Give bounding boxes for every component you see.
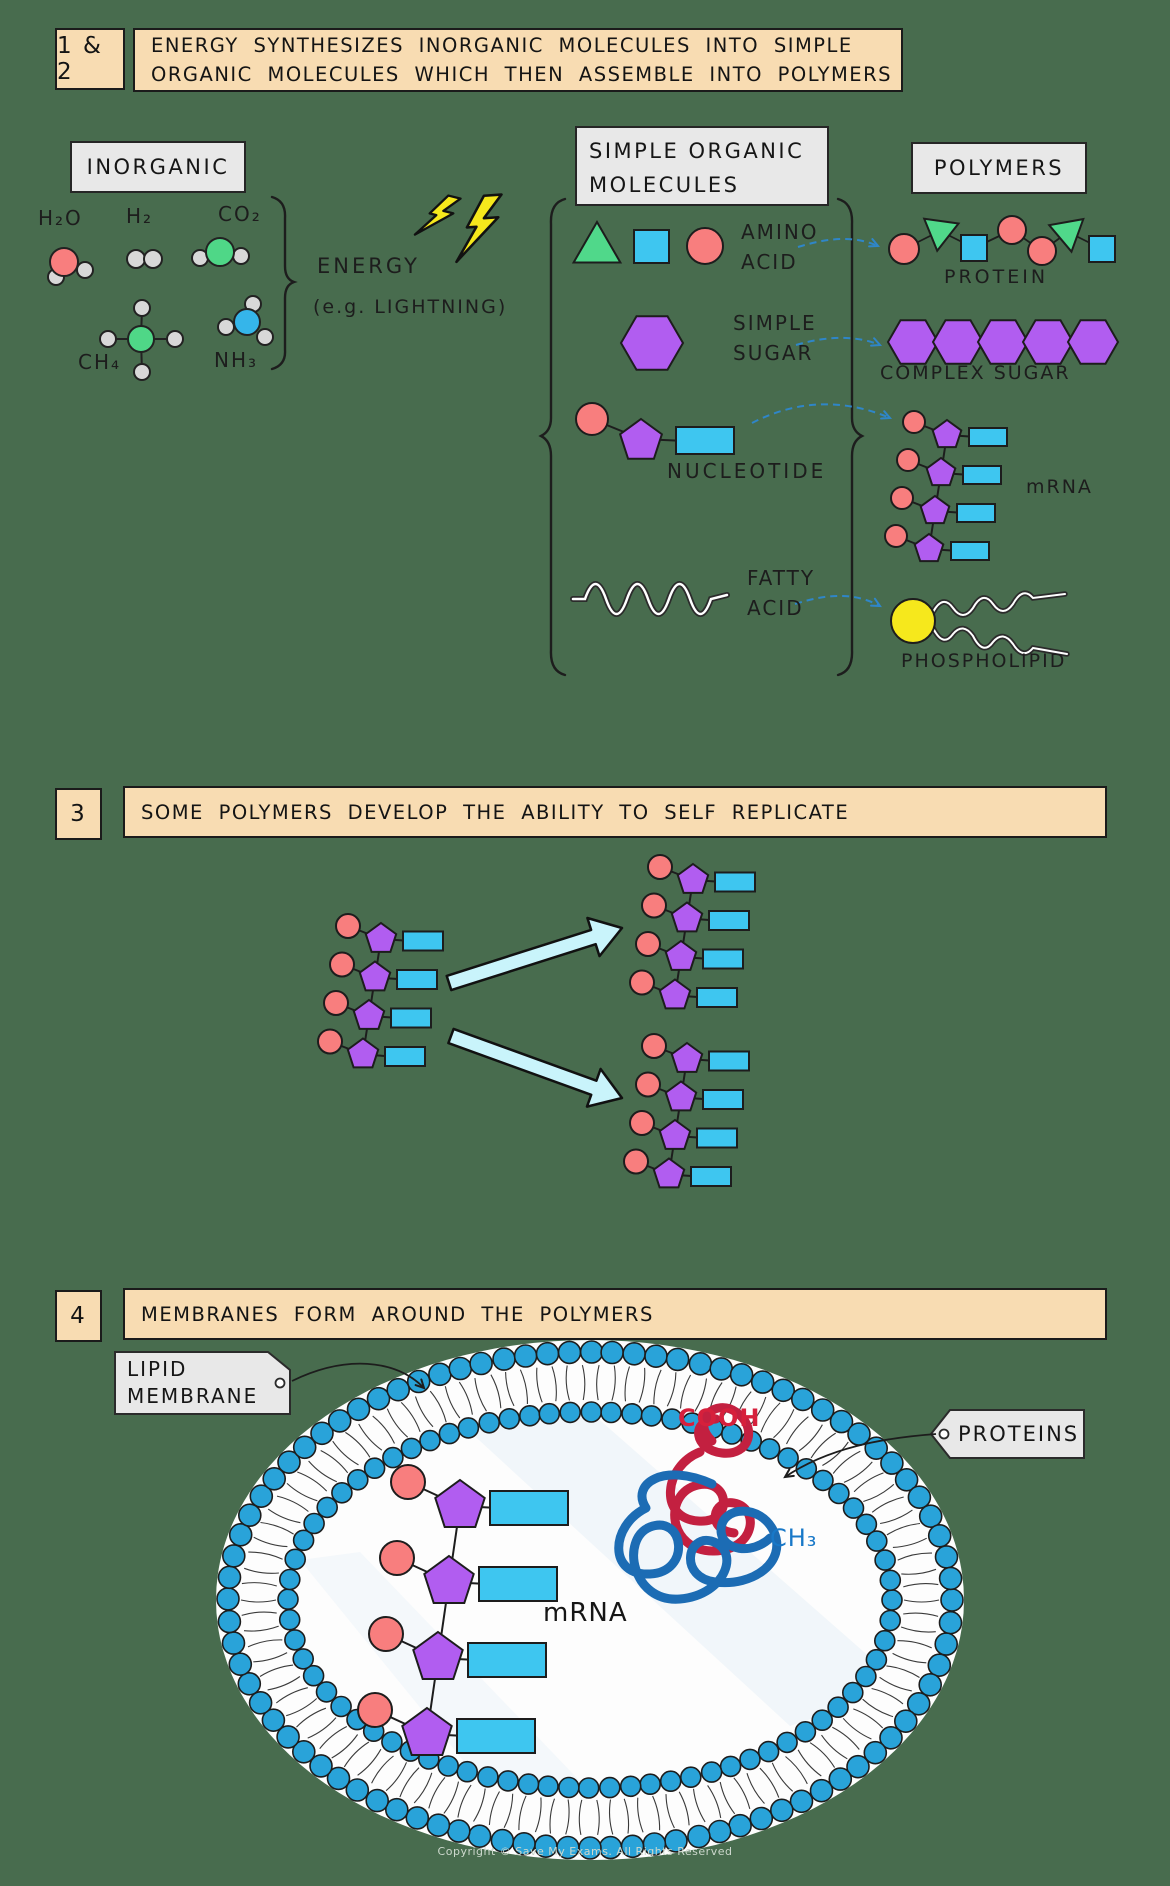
amino-triangle (571, 220, 623, 264)
polymer-shapes (886, 215, 1120, 657)
label-tags (114, 1351, 1085, 1479)
lipid-membrane-tag (114, 1351, 291, 1415)
proteins-pointer-arrow-icon (783, 1433, 937, 1479)
copyright-text: Copyright © Save My Exams. All Rights Re… (437, 1845, 733, 1858)
inorganic-brace (270, 195, 298, 371)
atom (166, 330, 184, 348)
complex-sugar-label: COMPLEX SUGAR (880, 362, 1071, 384)
atom (127, 325, 155, 353)
proteins-tag (929, 1409, 1085, 1459)
co2-label: CO₂ (218, 202, 262, 226)
tag-pin-icon (938, 1428, 950, 1440)
protein-strand-red (666, 1403, 755, 1556)
nucleotide-phosphate (575, 402, 609, 436)
atom (133, 363, 151, 381)
nucleotide-base (675, 426, 735, 455)
simple-organic-right-brace (836, 197, 865, 677)
simple-sugar-label: SIMPLE SUGAR (733, 311, 817, 365)
dashed-arrow-icon (751, 403, 893, 424)
step-3-number: 3 (55, 788, 102, 840)
atom (233, 308, 261, 336)
mrna-polymer (884, 410, 1008, 563)
simple-organic-line2: MOLECULES (589, 173, 740, 197)
lightning-icon (455, 193, 503, 264)
inorganic-molecules (47, 237, 274, 381)
atom (143, 249, 163, 269)
atom (126, 249, 146, 269)
lightning-icon (413, 194, 462, 236)
h2o-label: H₂O (38, 206, 83, 230)
ch4-label: CH₄ (78, 350, 122, 374)
protein-label: PROTEIN (944, 266, 1049, 288)
simple-organic-left-brace (538, 197, 567, 677)
amino-circle (686, 227, 724, 265)
step-4-title: MEMBRANES FORM AROUND THE POLYMERS (123, 1288, 1107, 1340)
amino-acid-label: AMINO ACID (741, 220, 819, 274)
step-3-title: SOME POLYMERS DEVELOP THE ABILITY TO SEL… (123, 786, 1107, 838)
replication-arrow-icon (447, 1027, 624, 1108)
step-1-2-number: 1 & 2 (55, 28, 125, 90)
polymers-label-box: POLYMERS (911, 142, 1087, 194)
cell-mrna-label: mRNA (543, 1598, 628, 1628)
ch3-label: CH₃ (770, 1524, 818, 1552)
h2-label: H₂ (126, 204, 154, 228)
protein-strand-blue (614, 1470, 782, 1604)
lipid-tails (240, 1364, 940, 1836)
atom (205, 237, 235, 267)
simple-organic-shapes (570, 220, 735, 617)
phospholipid-label: PHOSPHOLIPID (901, 650, 1067, 672)
simple-sugar-hexagon (619, 315, 685, 371)
atom (133, 299, 151, 317)
atom (49, 247, 79, 277)
energy-sublabel: (e.g. LIGHTNING) (313, 296, 508, 318)
atom (232, 247, 250, 265)
assembly-arrows (751, 238, 893, 608)
tag-pin-icon (274, 1377, 286, 1389)
cell-protein (614, 1403, 782, 1604)
mrna-polymer-label: mRNA (1026, 476, 1093, 498)
lipid-membrane-tag-label: LIPID MEMBRANE (127, 1357, 259, 1408)
phospholipid-heads (216, 1340, 964, 1860)
proteins-tag-label: PROTEINS (958, 1422, 1080, 1446)
inorganic-label-box: INORGANIC (70, 141, 246, 193)
braces (270, 195, 865, 677)
atom (99, 330, 117, 348)
atom (217, 318, 235, 336)
step-1-2-title-line2: ORGANIC MOLECULES WHICH THEN ASSEMBLE IN… (151, 63, 893, 86)
dashed-arrow-icon (797, 238, 881, 248)
replication-template-chain (317, 913, 444, 1069)
atom (256, 328, 274, 346)
step-4-number: 4 (55, 1290, 102, 1342)
cell-mrna-polymer (357, 1464, 569, 1756)
step-1-2-title: ENERGY SYNTHESIZES INORGANIC MOLECULES I… (133, 28, 903, 92)
nh3-label: NH₃ (214, 348, 259, 372)
simple-organic-label-box: SIMPLE ORGANIC MOLECULES (575, 126, 829, 206)
amino-square (633, 229, 670, 264)
energy-label: ENERGY (317, 254, 420, 278)
nucleotide-label: NUCLEOTIDE (667, 459, 827, 483)
replication-copy-top-chain (629, 854, 756, 1010)
fatty-acid-label: FATTY ACID (747, 566, 816, 620)
dashed-arrow-icon (795, 336, 883, 347)
replication-arrows (445, 916, 624, 1108)
replication-copy-bottom-chain (623, 1033, 750, 1189)
step-1-2-title-line1: ENERGY SYNTHESIZES INORGANIC MOLECULES I… (151, 34, 853, 57)
lightning-bolts (413, 193, 503, 264)
atom (76, 261, 94, 279)
replication-arrow-icon (445, 916, 624, 992)
lipid-pointer-arrow-icon (291, 1362, 426, 1390)
phospholipid-head (890, 598, 936, 644)
simple-organic-line1: SIMPLE ORGANIC (589, 139, 805, 163)
dashed-arrow-icon (794, 595, 882, 608)
nucleotide-sugar (618, 417, 664, 460)
cooh-label: COOH (678, 1404, 761, 1432)
